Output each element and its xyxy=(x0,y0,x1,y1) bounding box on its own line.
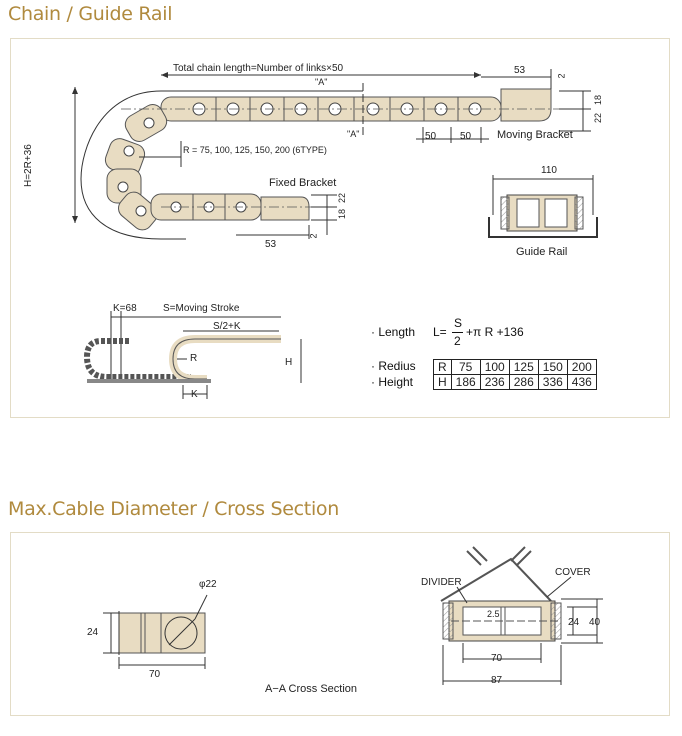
radius-height-table: R 75 100 125 150 200 H 186 236 286 336 4… xyxy=(433,359,597,390)
table-cell: 236 xyxy=(479,374,510,390)
table-row-radius: R 75 100 125 150 200 xyxy=(433,359,597,375)
guide-rail-drawing xyxy=(488,175,598,238)
height-label: · Height xyxy=(371,375,414,389)
inner-width-label: 70 xyxy=(491,653,503,664)
outer-height-label: 40 xyxy=(589,617,601,628)
length-s-num: S xyxy=(454,316,463,330)
total-length-label: Total chain length=Number of links×50 xyxy=(173,63,344,74)
upper-chain-links xyxy=(160,96,502,122)
section-a-bottom-label: "A" xyxy=(347,129,360,139)
length-s-den: 2 xyxy=(454,334,461,348)
cable-width-label: 70 xyxy=(149,669,161,680)
dim-2-top: 2 xyxy=(556,73,567,79)
guide-rail-width: 110 xyxy=(541,165,557,176)
inner-height-label: 24 xyxy=(568,617,580,628)
cross-section-caption: A−A Cross Section xyxy=(265,683,358,695)
r-label: R xyxy=(190,353,198,364)
table-cell: 286 xyxy=(508,374,539,390)
length-formula-rest: +π R +136 xyxy=(466,325,524,339)
table-cell: 436 xyxy=(566,374,597,390)
chain-drawing xyxy=(72,69,598,399)
cable-diameter-label: φ22 xyxy=(199,579,217,590)
h-label: H xyxy=(285,357,293,368)
stroke-diagram xyxy=(83,311,302,399)
k-bottom-label: K xyxy=(191,389,198,400)
divider-label: DIVIDER xyxy=(421,577,462,588)
radius-label: · Redius xyxy=(371,359,416,373)
cover-label: COVER xyxy=(555,567,591,578)
table-cell: 100 xyxy=(479,359,510,375)
moving-bracket-label: Moving Bracket xyxy=(497,129,573,141)
cable-section-panel: φ22 24 70 A−A Cross Section DIVIDER COVE… xyxy=(10,532,670,716)
cable-drawing xyxy=(103,546,603,685)
dim-18-bottom: 18 xyxy=(337,208,348,220)
length-l-eq: L= xyxy=(433,325,447,339)
dim-2-bottom: 2 xyxy=(308,233,319,239)
table-cell: 75 xyxy=(450,359,481,375)
table-cell: 125 xyxy=(508,359,539,375)
table-cell: R xyxy=(433,359,452,375)
chain-guide-rail-title: Chain / Guide Rail xyxy=(8,3,173,25)
chain-guide-rail-panel: Total chain length=Number of links×50 "A… xyxy=(10,38,670,418)
half-stroke-label: S/2+K xyxy=(213,321,241,332)
dim-53-top: 53 xyxy=(514,65,526,76)
moving-stroke-label: S=Moving Stroke xyxy=(163,303,240,314)
table-cell: H xyxy=(433,374,452,390)
chain-cross-section xyxy=(440,546,603,685)
k-68-label: K=68 xyxy=(113,303,137,314)
cable-diameter-title: Max.Cable Diameter / Cross Section xyxy=(8,498,339,520)
height-formula-label: H=2R+36 xyxy=(23,144,34,187)
dim-22-bottom: 22 xyxy=(337,192,348,204)
fixed-bracket-label: Fixed Bracket xyxy=(269,177,337,189)
dim-50-b: 50 xyxy=(460,131,472,142)
outer-width-label: 87 xyxy=(491,675,503,686)
dim-53-bottom: 53 xyxy=(265,239,277,250)
table-cell: 150 xyxy=(537,359,568,375)
table-cell: 336 xyxy=(537,374,568,390)
section-a-top-label: "A" xyxy=(315,77,328,87)
dim-22-top: 22 xyxy=(593,112,604,124)
gap-label: 2.5 xyxy=(487,609,500,619)
fraction-bar xyxy=(452,332,463,333)
guide-rail-label: Guide Rail xyxy=(516,246,568,258)
cable-cross-section xyxy=(103,594,208,669)
table-cell: 186 xyxy=(450,374,481,390)
dim-50-a: 50 xyxy=(425,131,437,142)
table-cell: 200 xyxy=(566,359,597,375)
cable-height-label: 24 xyxy=(87,627,99,638)
radius-note-label: R = 75, 100, 125, 150, 200 (6TYPE) xyxy=(183,145,327,155)
dim-18-top: 18 xyxy=(593,94,604,106)
table-row-height: H 186 236 286 336 436 xyxy=(433,374,597,390)
length-label: · Length xyxy=(371,325,416,339)
